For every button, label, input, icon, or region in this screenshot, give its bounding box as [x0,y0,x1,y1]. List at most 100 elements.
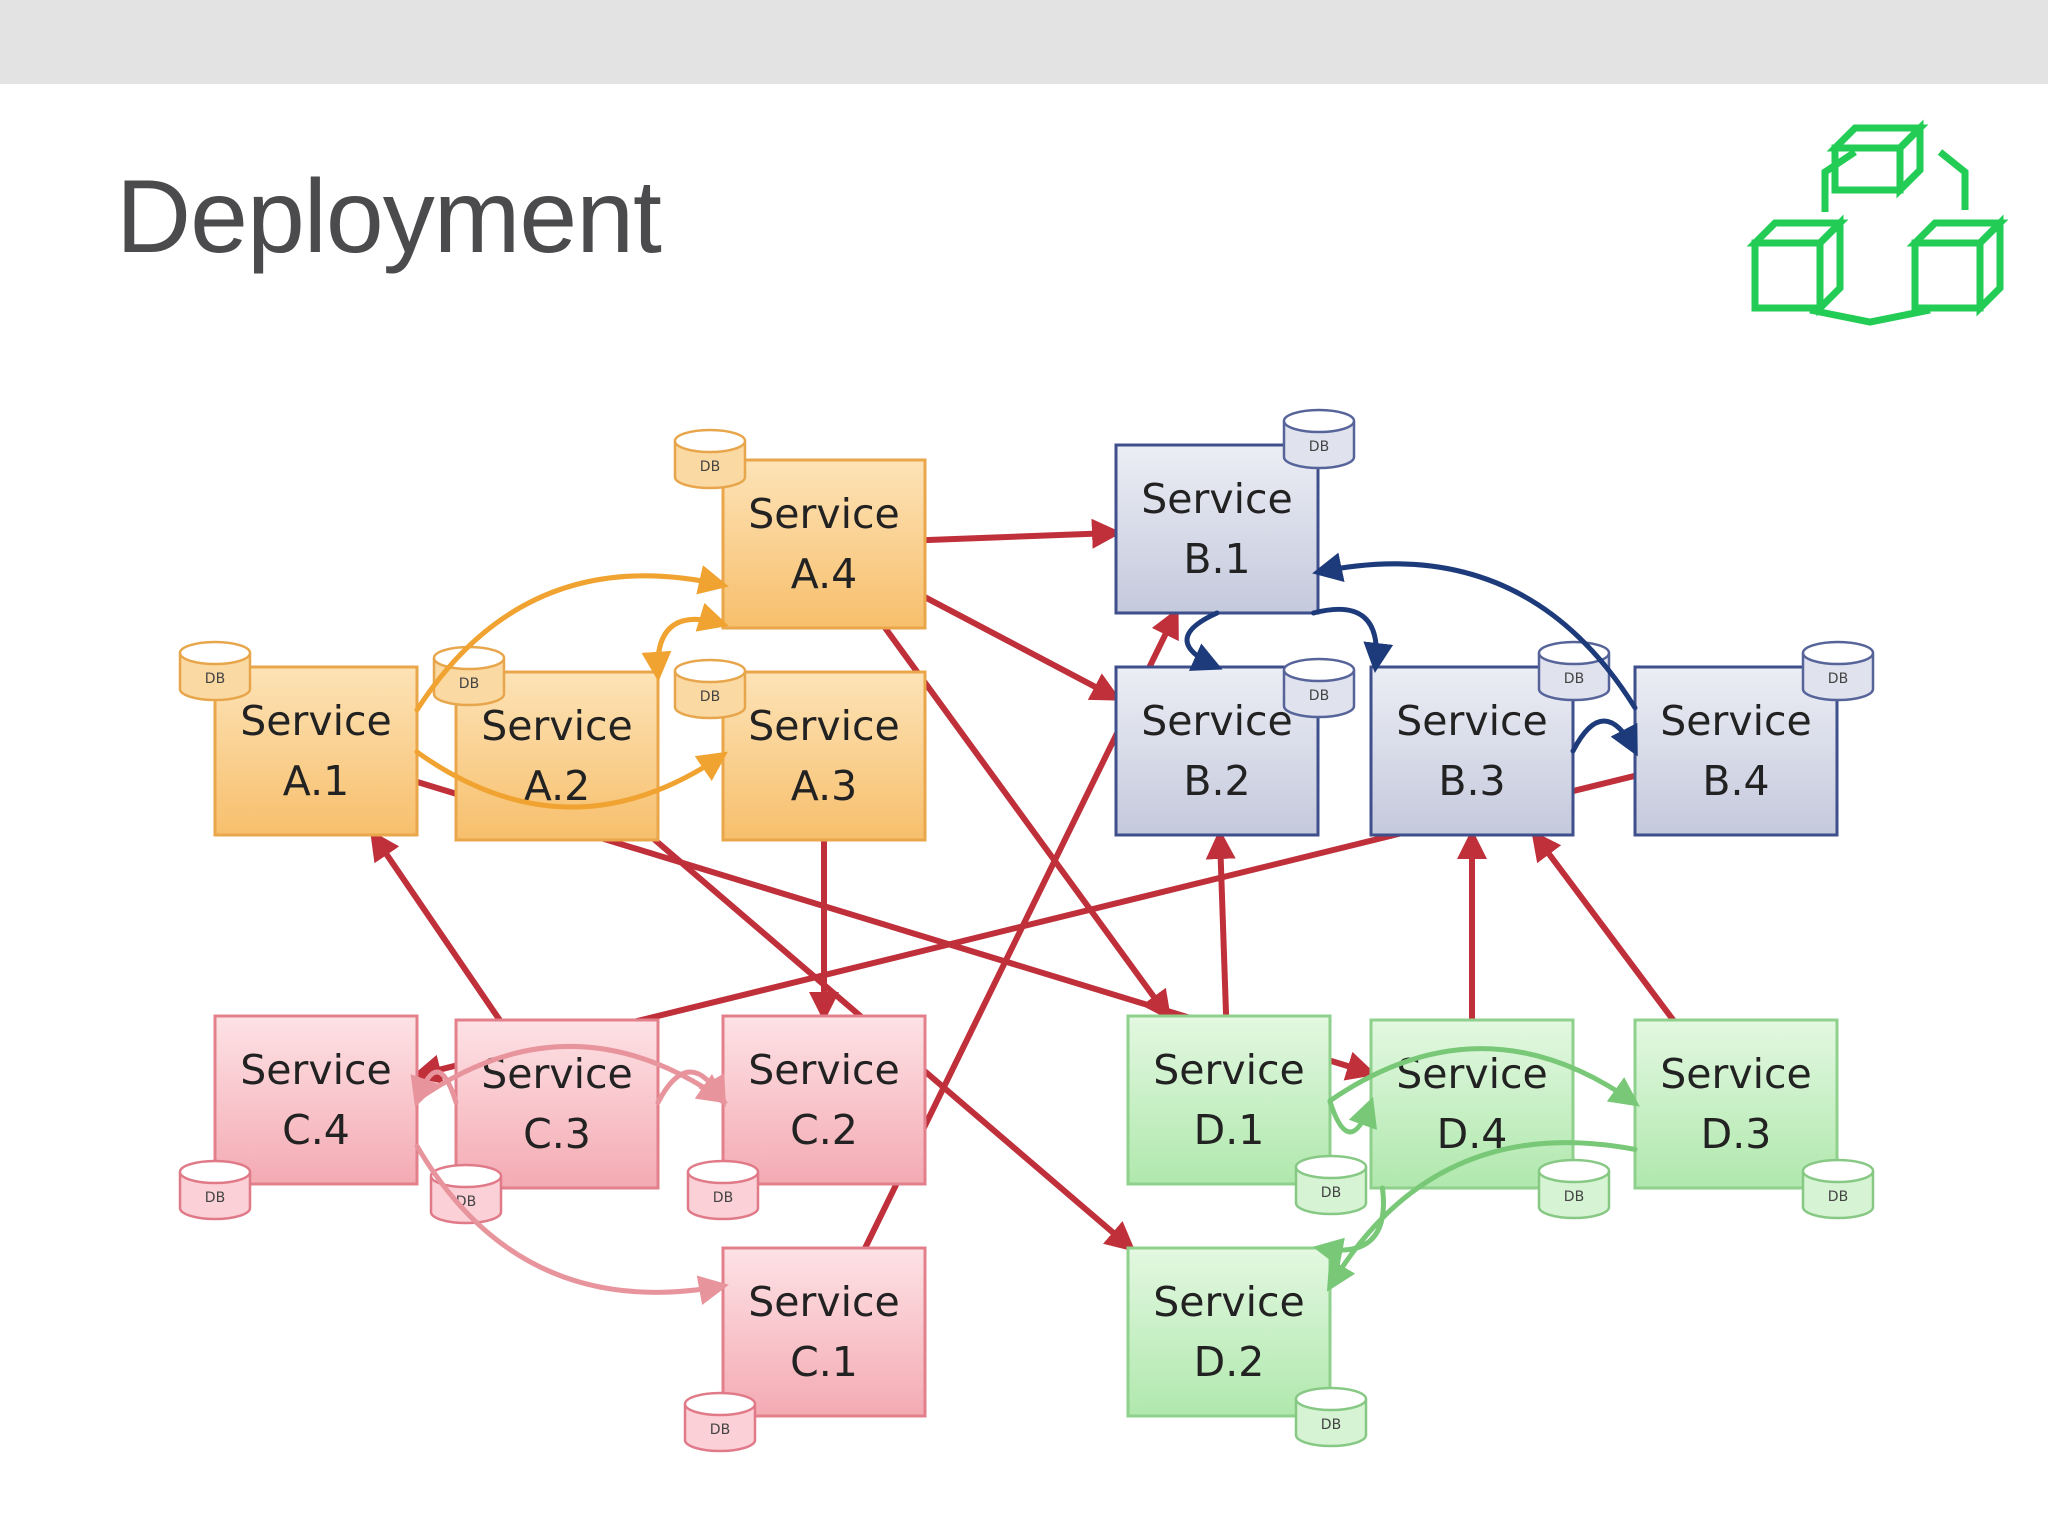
service-label-line1: Service [240,697,392,745]
arrow-b4-to-b1 [1312,552,1638,711]
database-icon: DB [1294,1386,1368,1448]
database-icon: DB [1537,640,1611,702]
arrow-c3-to-c4 [410,1069,459,1108]
database-icon: DB [178,640,252,702]
arrow-d3-to-d2 [1326,1140,1638,1292]
database-label: DB [710,1422,730,1438]
arrow-c3-to-a1 [369,830,503,1023]
arrow-a4-to-d1 [882,625,1172,1021]
arrow-b1-to-b3 [1310,606,1394,673]
service-label-line1: Service [748,702,900,750]
service-label-line2: C.4 [282,1106,350,1154]
top-bar [0,0,2048,84]
service-label-line2: A.4 [791,550,857,598]
service-label-line2: D.2 [1194,1338,1265,1386]
service-box [1369,665,1575,837]
database-label: DB [1828,671,1848,687]
arrow-a1-to-a4 [414,565,729,713]
service-box [721,670,927,842]
service-label-line2: B.2 [1183,757,1250,805]
database-icon: DB [429,1163,503,1225]
arrow-a1-to-a3 [414,749,728,810]
service-label-line2: B.3 [1438,757,1505,805]
arrow-d3-to-b3 [1531,830,1677,1023]
database-icon: DB [683,1391,757,1453]
database-icon: DB [673,658,747,720]
arrow-d4-to-d2 [1312,1185,1386,1268]
database-label: DB [1564,1189,1584,1205]
service-label-line1: Service [748,1278,900,1326]
arrow-d1-to-d3 [1327,1046,1640,1107]
database-label: DB [713,1190,733,1206]
service-label-line2: B.1 [1183,535,1250,583]
service-box [213,1014,419,1186]
service-label-line1: Service [481,702,633,750]
arrow-d1-to-b2 [1205,829,1236,1019]
arrow-c4-to-c2 [414,1044,728,1104]
service-box [1633,1018,1839,1190]
database-icon: DB [1282,408,1356,470]
database-label: DB [700,689,720,705]
database-icon: DB [1282,657,1356,719]
database-label: DB [205,1190,225,1206]
arrow-b1-to-b2 [1184,610,1223,671]
database-icon: DB [673,428,747,490]
arrow-b3-to-b4 [1570,718,1638,757]
service-label-line2: D.3 [1701,1110,1772,1158]
service-box [1633,665,1839,837]
service-label-line2: B.4 [1702,757,1769,805]
database-label: DB [205,671,225,687]
service-label-line1: Service [240,1046,392,1094]
database-label: DB [700,459,720,475]
arrow-c4-to-c1 [414,1143,729,1305]
service-label-line2: A.3 [791,762,857,810]
database-label: DB [459,676,479,692]
arrow-c3-to-c2 [655,1069,726,1107]
service-box [1126,1014,1332,1186]
arrow-a4-to-b1 [922,518,1122,549]
service-label-line1: Service [1153,1046,1305,1094]
arrow-d1-to-d4 [1327,1096,1377,1135]
arrow-a4-to-b2 [922,594,1122,701]
service-label-line1: Service [1141,475,1293,523]
slide-title: Deployment [116,159,662,275]
service-box [721,1246,927,1418]
service-label-line1: Service [748,1046,900,1094]
service-label-line1: Service [748,490,900,538]
database-label: DB [1564,671,1584,687]
database-icon: DB [1801,1158,1875,1220]
arrow-a4-to-a2 [641,616,726,682]
service-label-line2: D.1 [1194,1106,1265,1154]
database-label: DB [1321,1185,1341,1201]
database-icon: DB [1801,640,1875,702]
database-icon: DB [178,1159,252,1221]
database-label: DB [1309,688,1329,704]
database-icon: DB [1294,1154,1368,1216]
service-label-line1: Service [1396,697,1548,745]
database-label: DB [1828,1189,1848,1205]
service-label-line1: Service [1660,1050,1812,1098]
service-label-line2: A.1 [283,757,349,805]
service-box [1114,443,1320,615]
service-label-line1: Service [1153,1278,1305,1326]
service-box [721,458,927,630]
service-label-line1: Service [1660,697,1812,745]
database-icon: DB [1537,1158,1611,1220]
database-icon: DB [686,1159,760,1221]
database-label: DB [1309,439,1329,455]
service-boxes: ServiceA.1DBServiceA.2DBServiceA.3DBServ… [178,408,1875,1453]
service-label-line1: Service [1141,697,1293,745]
